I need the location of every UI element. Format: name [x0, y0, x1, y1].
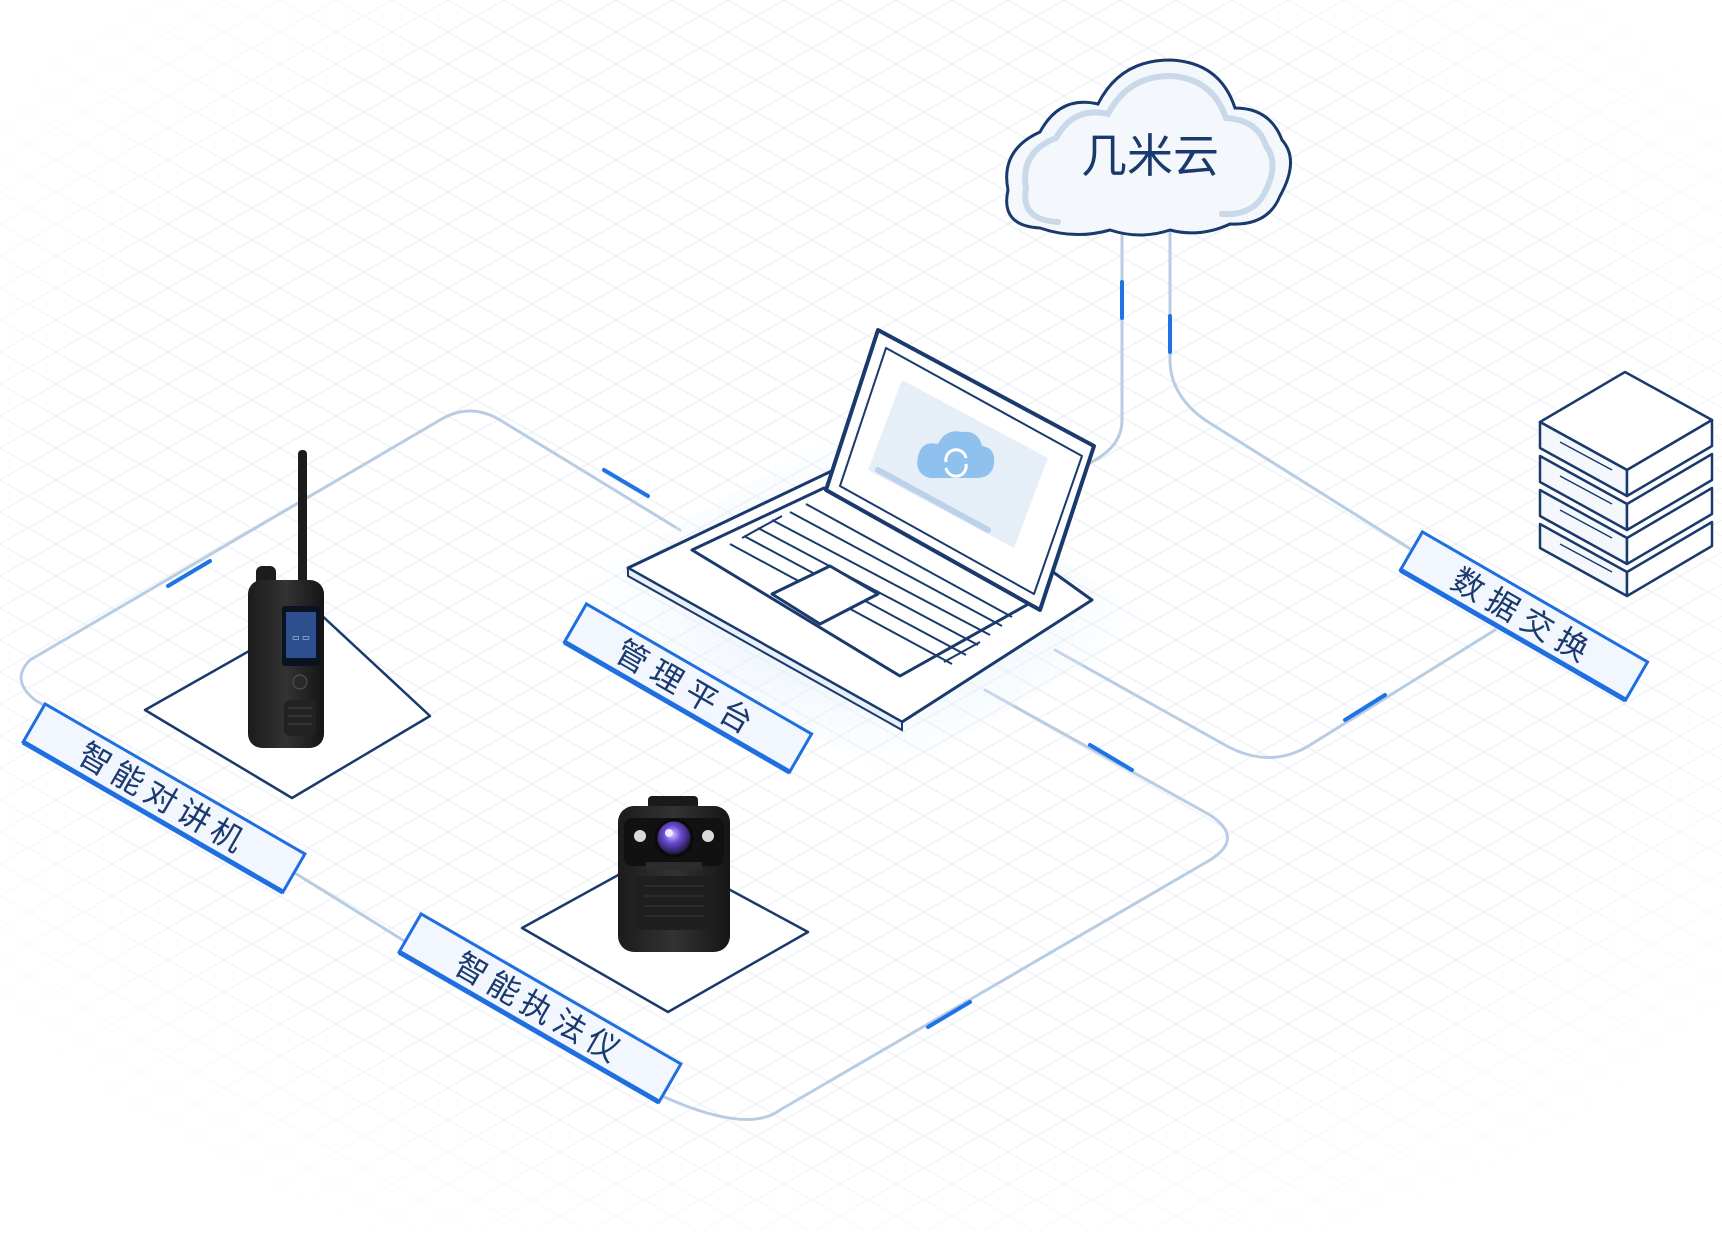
laptop-trackpad — [770, 564, 880, 626]
sync-cloud-icon — [917, 431, 995, 478]
connection-cloud-laptop — [1048, 228, 1124, 487]
connection-intercom-laptop — [19, 409, 682, 847]
cloud-icon: 几米云 — [1005, 58, 1292, 237]
server-mid-right — [1625, 452, 1714, 532]
server-low-right — [1625, 486, 1714, 566]
intercom-screen-glyph: ▭ ▭ — [292, 633, 310, 642]
connection-cloud-exchange — [1168, 228, 1422, 557]
connection-lines — [19, 228, 1497, 1121]
server-top-right — [1625, 418, 1714, 498]
connection-recorder-laptop — [288, 688, 1229, 1121]
body-camera-icon — [618, 796, 730, 952]
laptop-progress-bar — [875, 467, 991, 533]
cloud-label: 几米云 — [1081, 129, 1219, 183]
server-base-right — [1625, 520, 1714, 598]
server-icon — [1538, 370, 1714, 598]
laptop-icon — [626, 328, 1096, 732]
connection-exchange-laptop — [1053, 628, 1497, 759]
accent-dash — [1343, 693, 1387, 722]
walkie-talkie-icon: ▭ ▭ — [248, 450, 324, 748]
accent-dash — [602, 468, 650, 498]
smart-law-recorder-device — [520, 796, 810, 1014]
accent-dash — [166, 559, 212, 588]
accent-dash — [926, 1000, 972, 1029]
laptop-keyboard — [729, 503, 1013, 665]
accent-dash — [1088, 743, 1134, 772]
signal-accents — [166, 280, 1387, 1029]
smart-intercom-device: ▭ ▭ — [143, 450, 432, 800]
laptop-base-edge — [627, 566, 903, 732]
